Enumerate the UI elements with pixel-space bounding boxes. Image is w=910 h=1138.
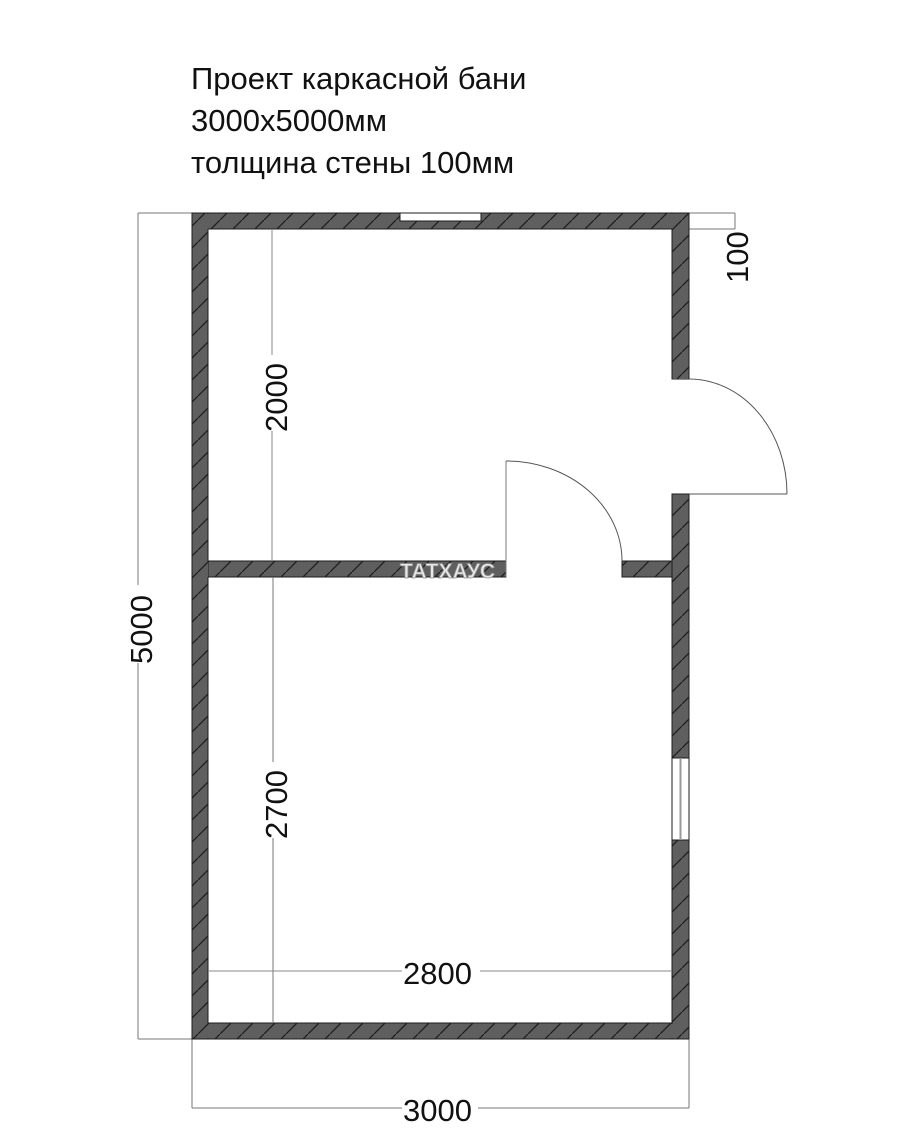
title-line-project: Проект каркасной бани xyxy=(191,61,527,96)
dimension-3000: 3000 xyxy=(191,1039,690,1128)
dim-label-5000: 5000 xyxy=(124,595,159,664)
dim-label-100: 100 xyxy=(720,231,755,283)
dim-label-3000: 3000 xyxy=(403,1093,472,1128)
dimension-5000: 5000 xyxy=(124,212,192,1040)
dimension-100: 100 xyxy=(689,212,755,283)
dim-label-2000: 2000 xyxy=(259,363,294,432)
top-window xyxy=(399,212,482,222)
title-line-size: 3000x5000мм xyxy=(191,103,388,138)
dim-label-2700: 2700 xyxy=(259,770,294,839)
walls xyxy=(191,212,690,1040)
dim-label-2800: 2800 xyxy=(403,956,472,991)
exterior-door xyxy=(688,378,788,495)
dimension-2000: 2000 xyxy=(258,229,294,561)
title-line-wall-thickness: толщина стены 100мм xyxy=(191,145,515,180)
title-block: Проект каркасной бани 3000x5000мм толщин… xyxy=(191,58,526,184)
dimension-2800: 2800 xyxy=(208,956,672,991)
side-window xyxy=(671,757,690,841)
watermark: ТАТХАУС xyxy=(400,560,495,583)
interior-door xyxy=(505,460,623,577)
dimension-2700: 2700 xyxy=(258,577,294,1023)
